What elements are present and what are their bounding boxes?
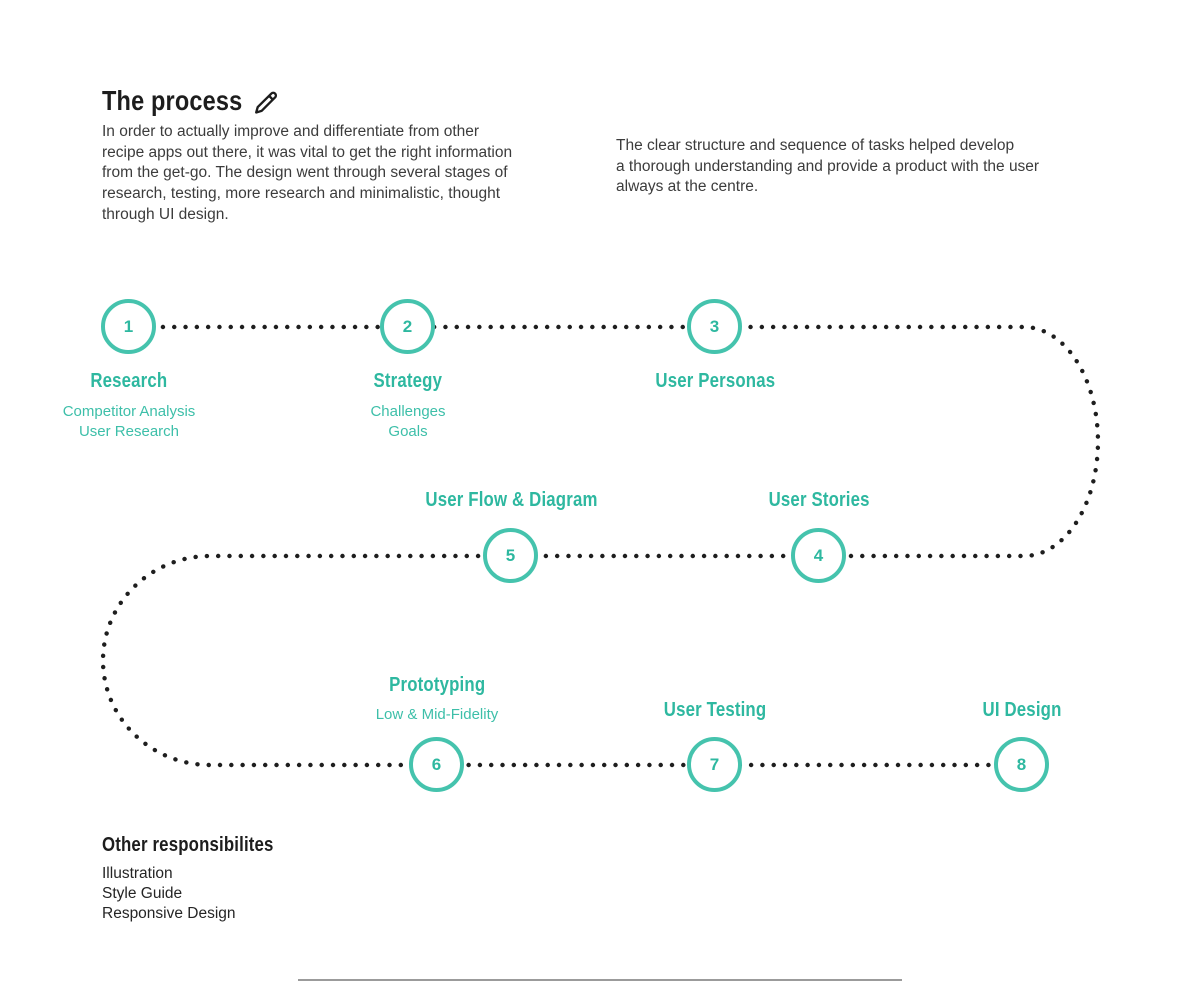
step-number: 2: [402, 316, 413, 336]
step-number: 8: [1016, 754, 1027, 774]
pencil-icon[interactable]: [252, 89, 280, 117]
step-circle-2: 2: [380, 299, 435, 354]
page-title: The process: [102, 85, 243, 116]
step-subitem: User Research: [78, 423, 180, 440]
step-number: 1: [123, 316, 134, 336]
step-label-strategy: Strategy: [373, 370, 443, 392]
step-circle-1: 1: [101, 299, 156, 354]
step-subitems-prototyping: Low & Mid-Fidelity: [287, 705, 587, 725]
step-subitem: Competitor Analysis: [62, 403, 196, 420]
intro-paragraph-right: The clear structure and sequence of task…: [616, 137, 1040, 196]
step-circle-7: 7: [687, 737, 742, 792]
list-item: Responsive Design: [102, 905, 236, 922]
step-subitem: Goals: [388, 423, 428, 440]
step-label-user-flow-diagram: User Flow & Diagram: [424, 489, 598, 511]
step-number: 5: [505, 545, 516, 565]
step-circle-6: 6: [409, 737, 464, 792]
step-label-research: Research: [90, 370, 168, 392]
step-subitems-research: Competitor Analysis User Research: [0, 402, 279, 442]
other-responsibilities-title: Other responsibilites: [102, 834, 274, 856]
step-number: 4: [813, 545, 824, 565]
step-circle-5: 5: [483, 528, 538, 583]
step-circle-8: 8: [994, 737, 1049, 792]
step-number: 7: [709, 754, 720, 774]
step-label-ui-design: UI Design: [982, 699, 1062, 721]
step-subitem: Low & Mid-Fidelity: [375, 706, 499, 723]
list-item: Illustration: [102, 865, 173, 882]
intro-paragraph-left: In order to actually improve and differe…: [102, 123, 513, 223]
step-number: 6: [431, 754, 442, 774]
step-label-user-testing: User Testing: [663, 699, 767, 721]
list-item: Style Guide: [102, 885, 183, 902]
step-circle-4: 4: [791, 528, 846, 583]
step-label-prototyping: Prototyping: [388, 674, 486, 696]
step-label-user-stories: User Stories: [768, 489, 870, 511]
other-responsibilities-list: Illustration Style Guide Responsive Desi…: [102, 864, 236, 924]
step-number: 3: [709, 316, 720, 336]
step-subitem: Challenges: [370, 403, 446, 420]
bottom-divider: [298, 979, 902, 981]
step-subitems-strategy: Challenges Goals: [258, 402, 558, 442]
step-label-user-personas: User Personas: [655, 370, 775, 392]
step-circle-3: 3: [687, 299, 742, 354]
